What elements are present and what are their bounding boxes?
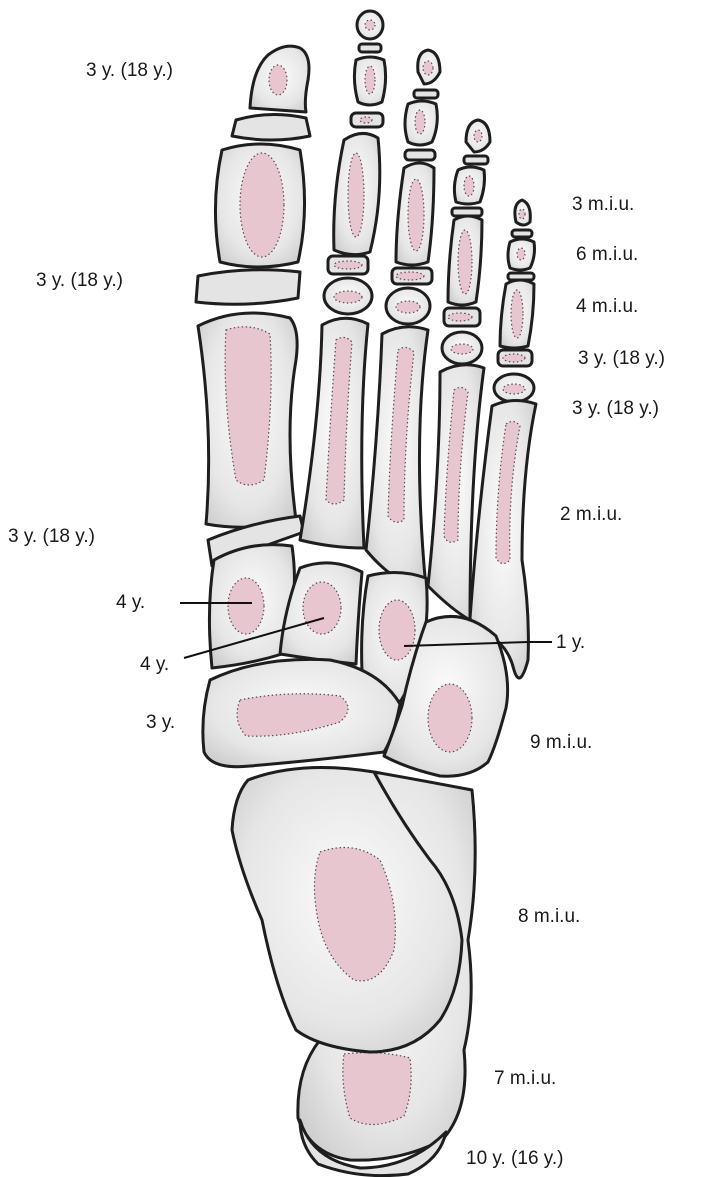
toe5-proximal-phalanx <box>500 280 534 348</box>
label-distal-phalanges: 3 m.i.u. <box>572 194 634 216</box>
label-lateral-cuneiform: 1 y. <box>556 632 585 654</box>
navicular <box>203 659 400 766</box>
label-first-metatarsal: 3 y. (18 y.) <box>8 526 95 548</box>
third-metatarsal <box>366 327 428 588</box>
label-medial-cuneiform: 4 y. <box>116 592 145 614</box>
toe3-distal-epiphysis <box>414 90 438 98</box>
label-talus: 8 m.i.u. <box>518 906 580 928</box>
toe2-proximal-phalanx <box>334 133 380 254</box>
toe5-proximal-epiphysis <box>498 350 532 366</box>
label-intermediate-cuneiform: 4 y. <box>140 654 169 676</box>
toe4-proximal-epiphysis <box>444 308 480 326</box>
toe3-metatarsal-head <box>386 288 430 324</box>
toe2-distal-phalanx <box>357 11 383 39</box>
label-metatarsals: 2 m.i.u. <box>560 504 622 526</box>
toe4-distal-phalanx <box>466 120 490 152</box>
label-calcaneus: 7 m.i.u. <box>494 1068 556 1090</box>
hallux-proximal-phalanx <box>215 144 304 267</box>
toe3-middle-phalanx <box>405 101 437 145</box>
label-cuboid: 9 m.i.u. <box>530 732 592 754</box>
label-middle-phalanges: 6 m.i.u. <box>576 244 638 266</box>
hallux-distal-epiphysis <box>232 114 310 140</box>
toe2-distal-epiphysis <box>359 44 381 52</box>
toe5-metatarsal-head <box>494 374 534 402</box>
toe2-metatarsal-head <box>324 278 372 314</box>
label-calcaneal-apophysis: 10 y. (16 y.) <box>466 1148 564 1170</box>
toe3-distal-phalanx <box>418 50 440 84</box>
second-metatarsal <box>300 318 368 548</box>
toe4-metatarsal-head <box>442 332 482 364</box>
label-navicular: 3 y. <box>146 712 175 734</box>
hallux-proximal-epiphysis <box>196 270 300 305</box>
toe4-distal-epiphysis <box>464 156 488 164</box>
toe5-distal-phalanx <box>515 200 530 225</box>
toe2-proximal-epiphysis <box>328 256 368 274</box>
toe2-middle-phalanx <box>354 57 385 105</box>
toe3-proximal-phalanx <box>396 163 434 265</box>
label-middle-phalanges-epiphysis: 3 y. (18 y.) <box>578 348 665 370</box>
toe5-middle-phalanx <box>508 239 535 270</box>
toe4-middle-phalanx <box>454 167 484 204</box>
toe2-middle-epiphysis <box>351 113 383 127</box>
toe5-distal-epiphysis <box>512 230 532 237</box>
toe4-proximal-phalanx <box>448 216 482 305</box>
label-proximal-phalanges: 4 m.i.u. <box>576 296 638 318</box>
label-proximal-phalanges-epiphysis: 3 y. (18 y.) <box>572 398 659 420</box>
hallux-distal-phalanx <box>250 46 309 112</box>
toe3-middle-epiphysis <box>405 150 435 160</box>
first-metatarsal <box>198 313 297 527</box>
label-hallux-distal-phalanx: 3 y. (18 y.) <box>86 60 173 82</box>
label-hallux-proximal-phalanx: 3 y. (18 y.) <box>36 270 123 292</box>
toe3-proximal-epiphysis <box>392 268 432 284</box>
